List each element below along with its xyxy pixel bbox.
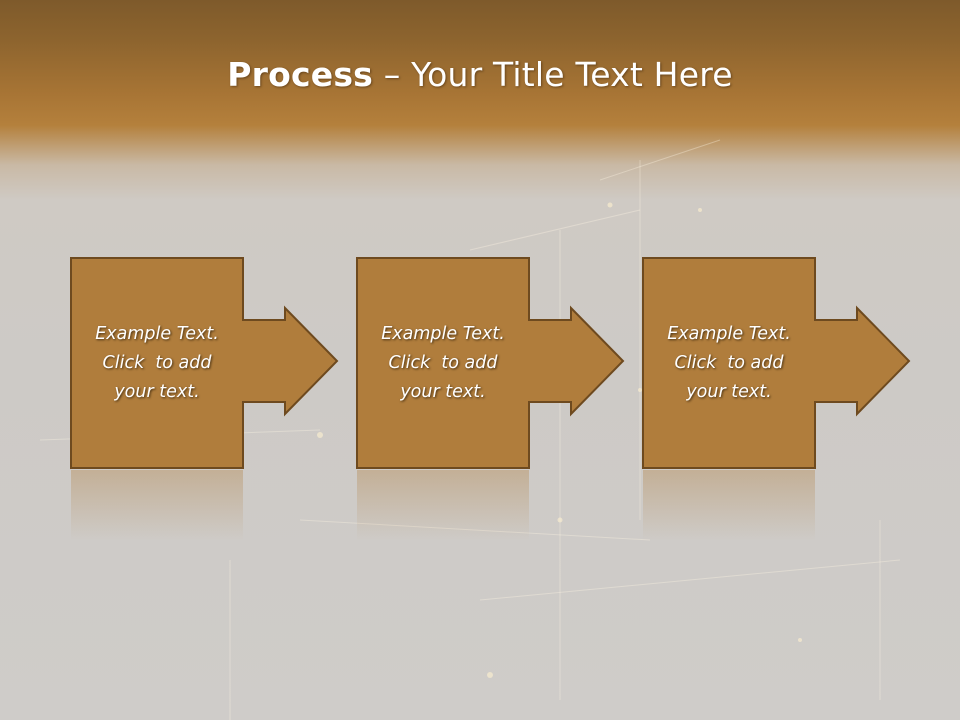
- step-1-shape: [70, 257, 339, 469]
- step-2-line-1: Example Text.: [381, 323, 505, 344]
- step-3-reflection: [643, 470, 815, 540]
- process-step-1[interactable]: Example Text. Click to add your text.: [70, 257, 414, 469]
- title-bold-part: Process: [227, 55, 374, 94]
- slide-title[interactable]: Process – Your Title Text Here: [0, 55, 960, 94]
- step-2-reflection: [357, 470, 529, 540]
- step-3-line-2: Click to add: [674, 352, 784, 373]
- step-2-text[interactable]: Example Text. Click to add your text.: [357, 258, 529, 468]
- step-2-line-3: your text.: [400, 381, 486, 402]
- step-2-line-2: Click to add: [388, 352, 498, 373]
- step-3-line-3: your text.: [686, 381, 772, 402]
- step-3-line-1: Example Text.: [667, 323, 791, 344]
- step-1-text[interactable]: Example Text. Click to add your text.: [71, 258, 243, 468]
- step-2-shape: [356, 257, 625, 469]
- step-3-text[interactable]: Example Text. Click to add your text.: [643, 258, 815, 468]
- process-step-2[interactable]: Example Text. Click to add your text.: [356, 257, 700, 469]
- step-1-line-1: Example Text.: [95, 323, 219, 344]
- process-step-3[interactable]: Example Text. Click to add your text.: [642, 257, 960, 469]
- title-rest-part: – Your Title Text Here: [373, 55, 733, 94]
- step-1-line-3: your text.: [114, 381, 200, 402]
- step-1-line-2: Click to add: [102, 352, 212, 373]
- step-1-reflection: [71, 470, 243, 540]
- step-3-shape: [642, 257, 911, 469]
